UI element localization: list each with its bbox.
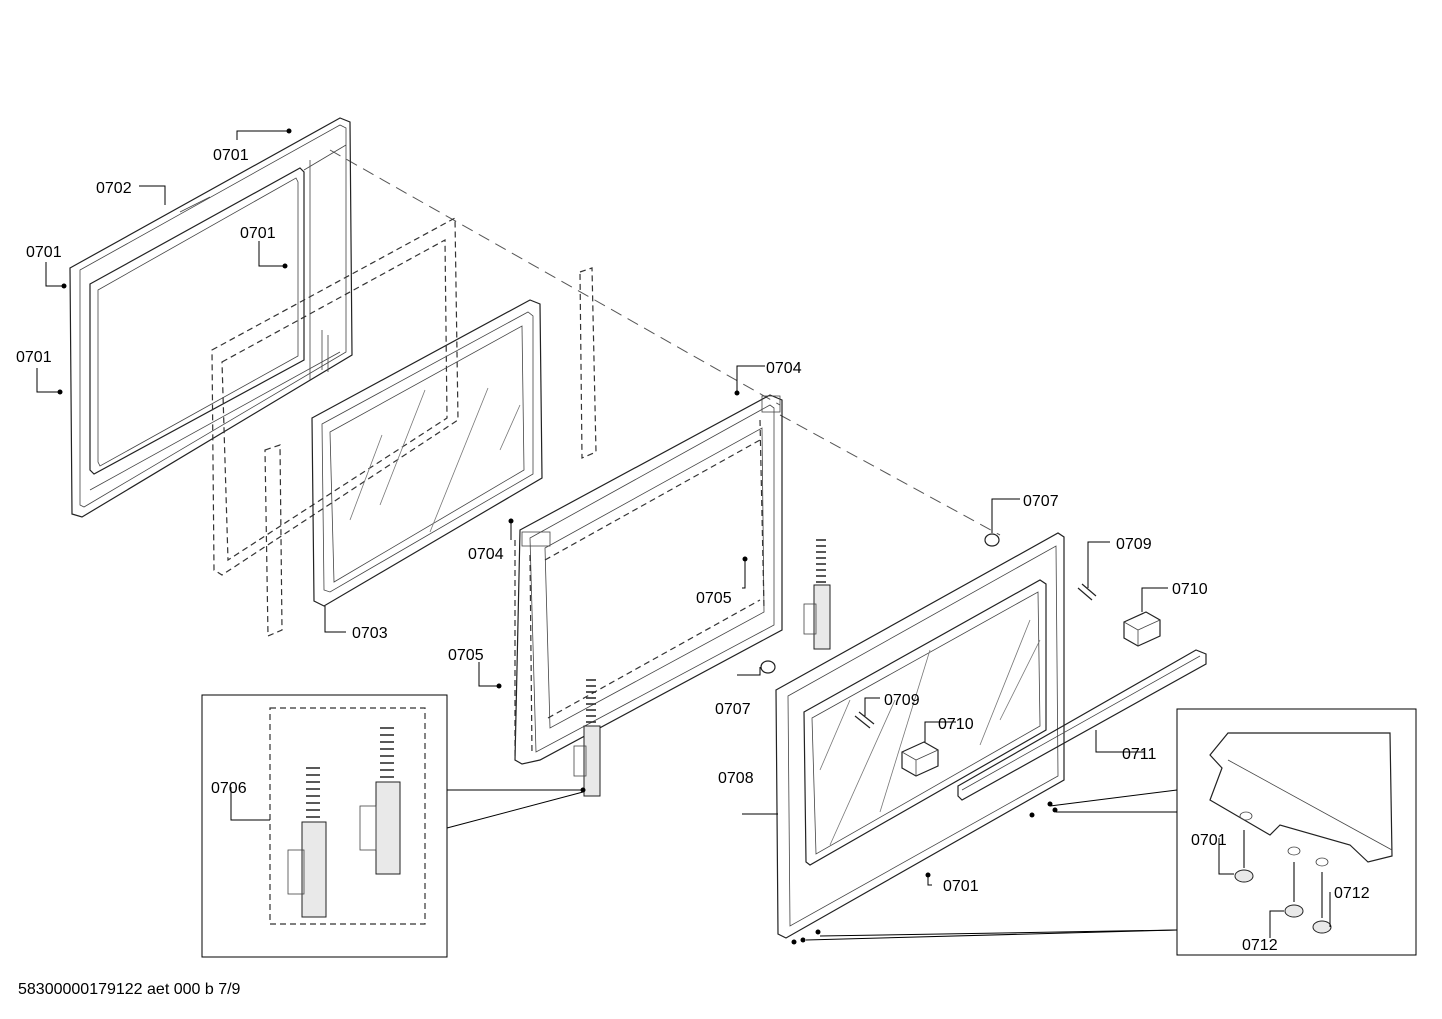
hinges-on-frame (573, 539, 831, 797)
label-0704-top: 0704 (766, 360, 802, 377)
leader-lines (36, 130, 1331, 938)
label-0709-top: 0709 (1116, 536, 1152, 553)
hinge-detail-inset (201, 694, 584, 958)
label-0701-left-lower: 0701 (16, 349, 52, 366)
label-0701-right: 0701 (240, 225, 276, 242)
label-0706: 0706 (211, 780, 247, 797)
handle-mounting-parts (760, 533, 1161, 777)
door-outer-frame (69, 117, 353, 518)
label-0710-bottom: 0710 (938, 716, 974, 733)
label-0707-top: 0707 (1023, 493, 1059, 510)
label-0701-inset: 0701 (1191, 832, 1227, 849)
inner-glass-pane (311, 299, 543, 607)
screw-0701-detail (1234, 830, 1254, 883)
screw-0712-left (1284, 862, 1304, 918)
label-0712-bottom: 0712 (1242, 937, 1278, 954)
label-0711: 0711 (1122, 746, 1157, 763)
front-door-panel (775, 532, 1065, 939)
screw-0712-right (1312, 872, 1332, 934)
label-0707-bottom: 0707 (715, 701, 751, 718)
label-0710-top: 0710 (1172, 581, 1208, 598)
label-0705-left: 0705 (448, 647, 484, 664)
label-0712-right: 0712 (1334, 885, 1370, 902)
hinge-right (803, 539, 831, 650)
label-0701-left-upper: 0701 (26, 244, 62, 261)
label-0709-bottom: 0709 (884, 692, 920, 709)
callout-labels: 0701 0702 0701 0701 0701 0704 0704 0703 … (16, 147, 1370, 954)
door-handle (957, 649, 1207, 801)
screw-dots (57, 128, 1058, 945)
label-0702: 0702 (96, 180, 132, 197)
label-0708: 0708 (718, 770, 754, 787)
label-0701-top: 0701 (213, 147, 249, 164)
label-0701-bottom: 0701 (943, 878, 979, 895)
document-id: 58300000179122 aet 000 b 7/9 (18, 981, 241, 998)
label-0705-right: 0705 (696, 590, 732, 607)
screw-detail-inset (805, 708, 1417, 956)
door-seal-dashed (211, 216, 597, 637)
inner-door-frame (514, 394, 783, 765)
label-0703: 0703 (352, 625, 388, 642)
hinge-left (573, 679, 601, 797)
label-0704-left: 0704 (468, 546, 504, 563)
alignment-lines (329, 149, 1001, 536)
